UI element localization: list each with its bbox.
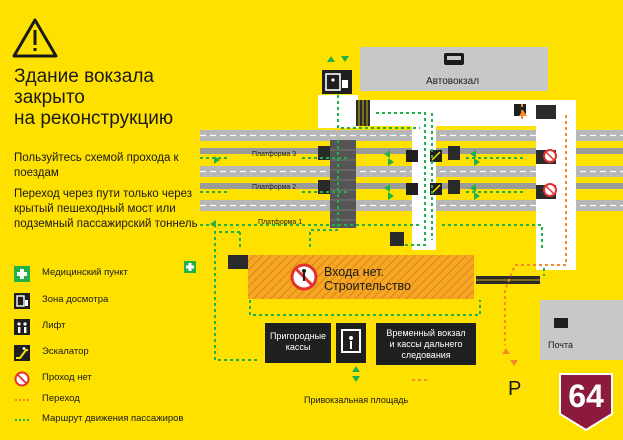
shield-icon [559, 373, 613, 432]
legend-label: Лифт [42, 320, 66, 331]
box-line: Пригородные [269, 331, 327, 341]
medical-cross-icon [184, 261, 196, 273]
legend-item: Медицинский пункт [14, 265, 204, 283]
warning-icon [12, 18, 58, 58]
crossing-arrows [502, 110, 527, 366]
no-entry-pedestrian-icon [14, 371, 30, 387]
security-check-icon [341, 329, 361, 353]
station-square-label: Привокзальная площадь [304, 395, 409, 405]
box-line: Временный вокзал [386, 328, 466, 338]
security-check-icon-top [325, 73, 348, 91]
no-entry-icon [290, 263, 318, 291]
page-title: Здание вокзала закрыто на реконструкцию [14, 66, 214, 129]
channel-number: 64 [568, 378, 604, 414]
legend-item: Зона досмотра [14, 292, 204, 310]
no-entry-small-icon [543, 149, 557, 197]
legend-label: Переход [42, 393, 80, 404]
platform-label: Платформа 2 [252, 184, 297, 191]
title-line: Здание вокзала [14, 66, 154, 87]
box-line: следования [401, 350, 451, 360]
legend-item: Эскалатор [14, 344, 204, 362]
legend-item: Переход [14, 391, 204, 409]
legend-label: Проход нет [42, 372, 92, 383]
construction-line: Строительство [324, 279, 411, 293]
channel-logo: 64 [556, 370, 616, 434]
escalator-icon [14, 345, 30, 361]
suburban-ticket-office [265, 323, 331, 363]
legend-label: Эскалатор [42, 346, 89, 357]
post-office-label: Почта [548, 340, 573, 350]
bus-station-label: Автовокзал [426, 76, 480, 87]
legend-label: Зона досмотра [42, 294, 109, 305]
title-line: закрыто [14, 87, 85, 108]
crossing-instruction-text: Переход через пути только через крытый п… [14, 188, 198, 230]
legend-label: Медицинский пункт [42, 267, 128, 278]
post-icon [554, 318, 568, 328]
legend-label: Маршрут движения пассажиров [42, 413, 184, 424]
temporary-station-label: Временный вокзал и кассы дальнего следов… [376, 328, 476, 361]
post-office-building [540, 300, 623, 360]
box-line: и кассы дальнего [389, 339, 463, 349]
elevator-icon [406, 150, 418, 195]
platform-label: Платформа 1 [258, 219, 303, 226]
elevator-icon [14, 319, 30, 335]
construction-label: Входа нет. Строительство [324, 265, 411, 293]
platform-label: Платформа 3 [252, 151, 297, 158]
legend-item: Маршрут движения пассажиров [14, 411, 204, 429]
bus-icon [444, 53, 464, 65]
medical-cross-icon [14, 266, 30, 282]
legend-item: Проход нет [14, 370, 204, 388]
orange-dotted-line-icon [15, 399, 30, 401]
security-check-icon [14, 293, 30, 309]
temporary-station [376, 323, 476, 365]
construction-line: Входа нет. [324, 265, 384, 279]
green-dotted-line-icon [15, 419, 30, 421]
legend-item: Лифт [14, 318, 204, 336]
route-arrows [210, 56, 480, 382]
box-line: кассы [285, 342, 311, 352]
passenger-tunnel [330, 140, 356, 228]
suburban-ticket-label: Пригородные кассы [265, 331, 331, 353]
passenger-route [200, 95, 545, 361]
parking-label: P [508, 378, 522, 400]
construction-zone [248, 255, 474, 299]
instruction-text: Пользуйтесь схемой прохода к поездам [14, 152, 179, 179]
title-line: на реконструкцию [14, 108, 174, 129]
